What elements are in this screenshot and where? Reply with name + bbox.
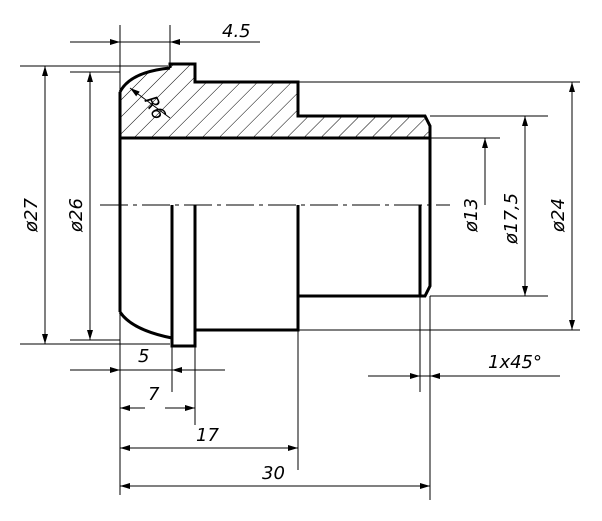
dim-dia-face: ø26 [66,198,87,233]
dim-len-17: 17 [196,425,219,446]
dim-top-offset: 4.5 [222,21,251,42]
extension-lines [20,25,580,500]
dim-len-30: 30 [262,463,285,484]
hatched-section [120,64,430,138]
dim-dia-bore: ø13 [461,198,482,233]
dim-dia-outer: ø27 [21,198,42,233]
dim-len-groove: 5 [138,346,149,367]
dimension-lines [42,39,575,489]
dim-chamfer: 1x45° [488,352,542,373]
dim-dia-body: ø24 [548,198,569,233]
dim-dia-step: ø17,5 [501,193,522,245]
dim-len-7: 7 [148,384,160,405]
